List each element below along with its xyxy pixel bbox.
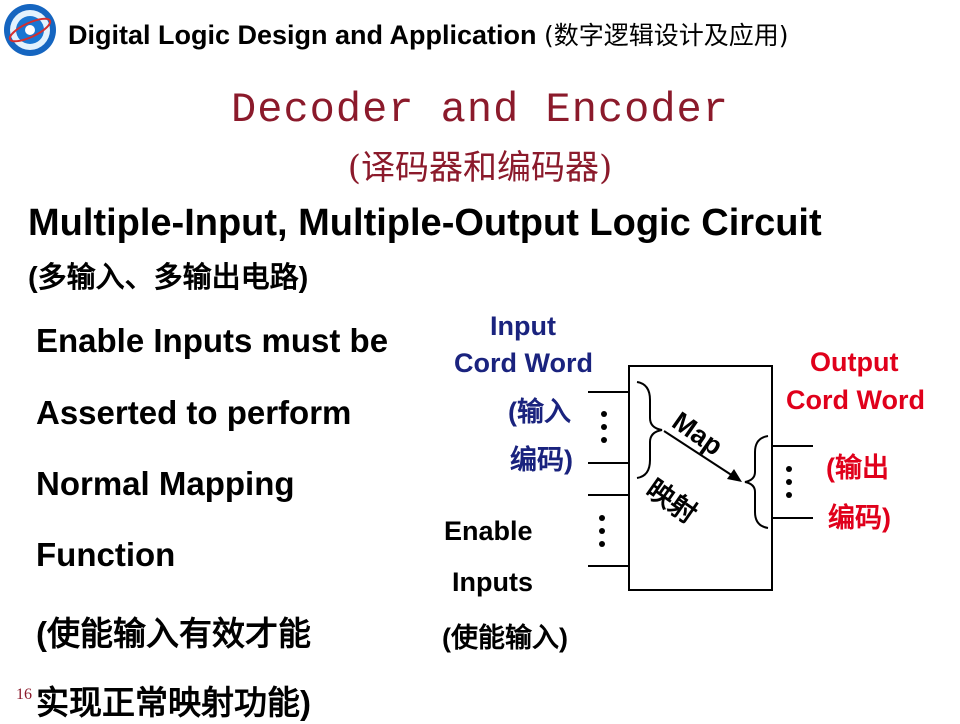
course-title: Digital Logic Design and Application (68, 20, 537, 50)
input-label-cn-line2: 编码) (510, 445, 573, 475)
enable-label-line1: Enable (444, 516, 533, 546)
input-brace (636, 381, 663, 479)
input-ellipsis-dots (601, 411, 607, 443)
page-number: 16 (16, 686, 32, 703)
output-label-cn-line1: (输出 (826, 453, 889, 483)
map-arrow-head (727, 469, 742, 482)
map-label-cn: 映射 (640, 473, 703, 530)
body-line-3: Normal Mapping (36, 465, 295, 502)
body-line-4: Function (36, 536, 176, 573)
course-title-cn: (数字逻辑设计及应用) (544, 21, 789, 50)
enable-label-cn: (使能输入) (442, 623, 568, 653)
body-line-1: Enable Inputs must be (36, 322, 389, 359)
slide-subtitle: (译码器和编码器) (347, 148, 613, 188)
input-label-line1: Input (490, 311, 556, 341)
output-ellipsis-dots (786, 466, 792, 498)
body-line-6: 实现正常映射功能) (36, 684, 311, 721)
map-label: Map (666, 406, 729, 462)
slide-title: Decoder and Encoder (231, 86, 729, 134)
university-logo-icon (4, 4, 56, 56)
course-header: Digital Logic Design and Application (数字… (68, 16, 789, 52)
output-label-line1: Output (810, 347, 899, 377)
logic-circuit-box (628, 365, 773, 591)
section-heading-cn: (多输入、多输出电路) (28, 262, 309, 294)
input-label-line2: Cord Word (454, 348, 593, 378)
enable-label-line2: Inputs (452, 567, 533, 597)
output-brace (744, 435, 769, 529)
output-label-cn-line2: 编码) (828, 503, 891, 533)
enable-ellipsis-dots (599, 515, 605, 547)
body-line-2: Asserted to perform (36, 394, 352, 431)
body-line-5: (使能输入有效才能 (36, 615, 311, 652)
input-label-cn-line1: (输入 (508, 397, 571, 427)
section-heading: Multiple-Input, Multiple-Output Logic Ci… (28, 202, 822, 244)
output-label-line2: Cord Word (786, 385, 925, 415)
